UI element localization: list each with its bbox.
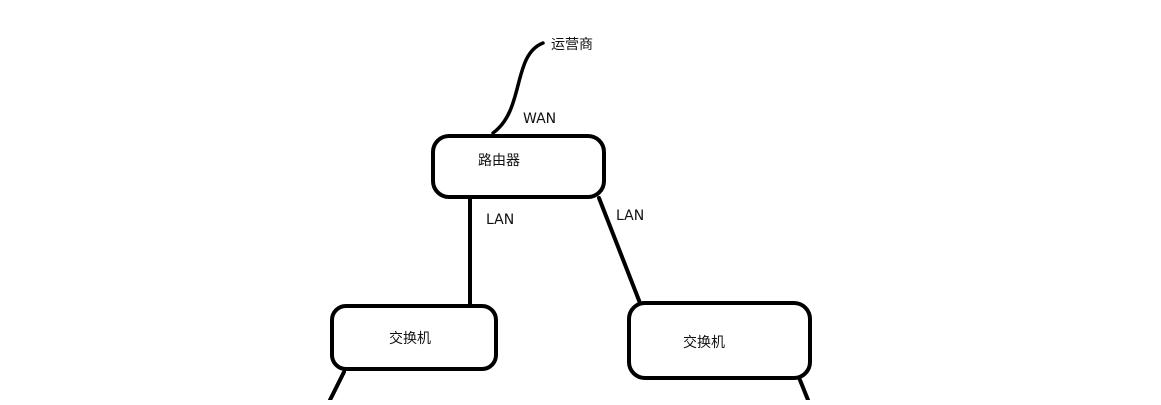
wan-cable: [491, 41, 545, 135]
router-label: 路由器: [478, 153, 520, 169]
wan-label: WAN: [523, 111, 556, 127]
lan-right-label: LAN: [616, 208, 644, 224]
switch-right-label: 交换机: [683, 334, 725, 351]
lan-left-label: LAN: [486, 212, 514, 228]
lan-cable-right: [597, 196, 642, 305]
switch-left-node: [330, 304, 498, 371]
switch-right-node: [627, 301, 812, 380]
downlink-right: [798, 378, 810, 402]
downlink-left: [328, 370, 346, 402]
isp-label: 运营商: [551, 37, 593, 53]
switch-left-label: 交换机: [389, 330, 431, 347]
router-node: [431, 134, 606, 199]
